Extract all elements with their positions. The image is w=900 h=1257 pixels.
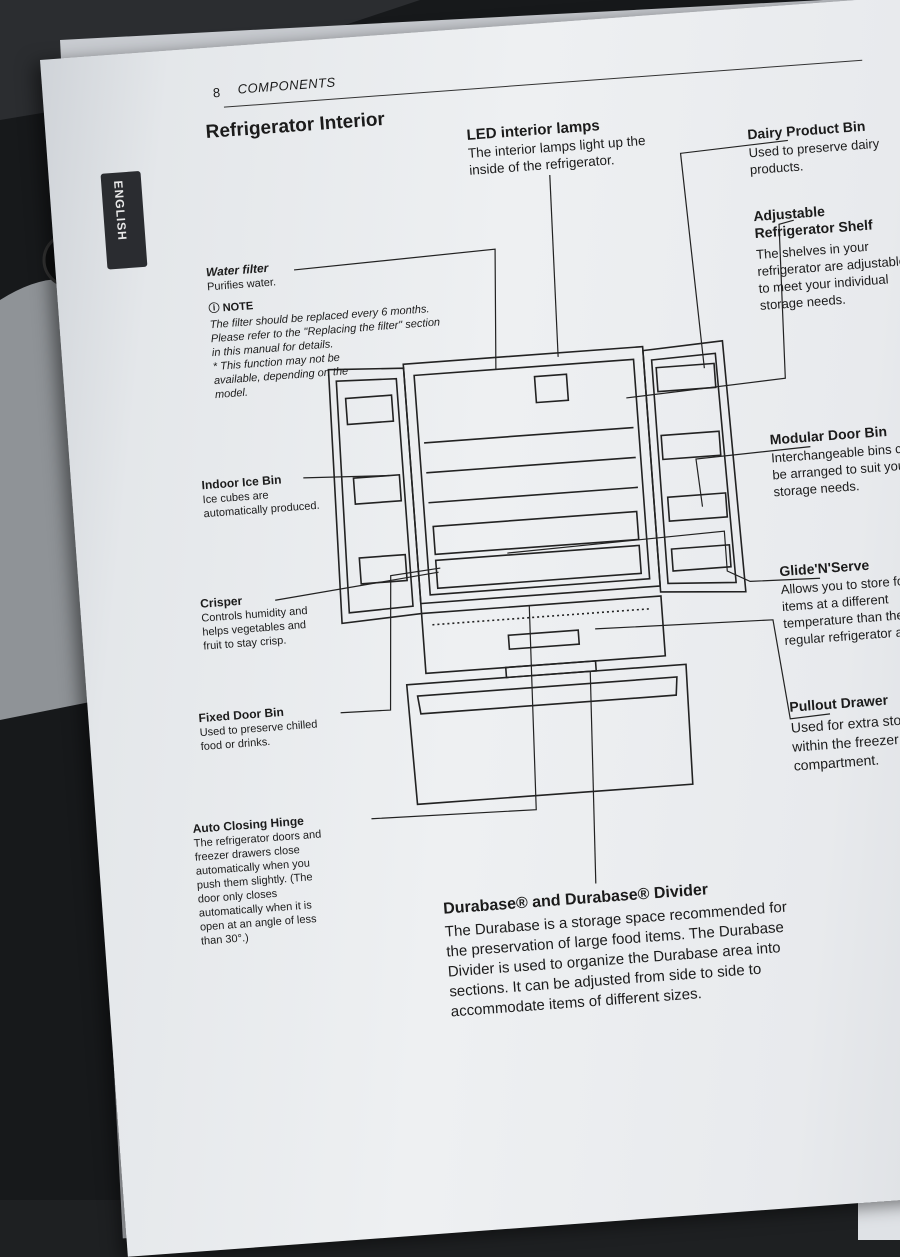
modular-bin-shape bbox=[666, 492, 729, 522]
modular-bin-desc: Interchangeable bins can be arranged to … bbox=[770, 439, 900, 500]
crisper-desc: Controls humidity and helps vegetables a… bbox=[200, 604, 308, 653]
refrigerator-diagram bbox=[275, 139, 831, 884]
manual-page: 8 COMPONENTS Refrigerator Interior ENGLI… bbox=[40, 0, 900, 1257]
glide-serve-drawer bbox=[420, 595, 667, 675]
leader-lines bbox=[275, 139, 831, 884]
dairy-bin-shape bbox=[655, 362, 717, 393]
note-icon: ⓘ bbox=[208, 302, 221, 316]
freezer-drawer bbox=[405, 663, 694, 806]
right-door bbox=[642, 339, 747, 593]
auto-hinge-desc: The refrigerator doors and freezer drawe… bbox=[193, 828, 322, 948]
crisper-drawer bbox=[432, 510, 640, 556]
pullout-drawer-desc: Used for extra storage within the freeze… bbox=[790, 709, 900, 774]
ice-bin-shape bbox=[344, 394, 395, 426]
water-filter-housing bbox=[533, 373, 570, 404]
note-label: NOTE bbox=[222, 300, 254, 315]
fridge-cabinet bbox=[402, 345, 662, 605]
shelf-2 bbox=[426, 456, 636, 474]
shelf-1 bbox=[424, 426, 634, 444]
adjustable-shelf-desc: The shelves in your refrigerator are adj… bbox=[755, 238, 900, 313]
glide-serve-desc: Allows you to store food items at a diff… bbox=[780, 572, 900, 649]
